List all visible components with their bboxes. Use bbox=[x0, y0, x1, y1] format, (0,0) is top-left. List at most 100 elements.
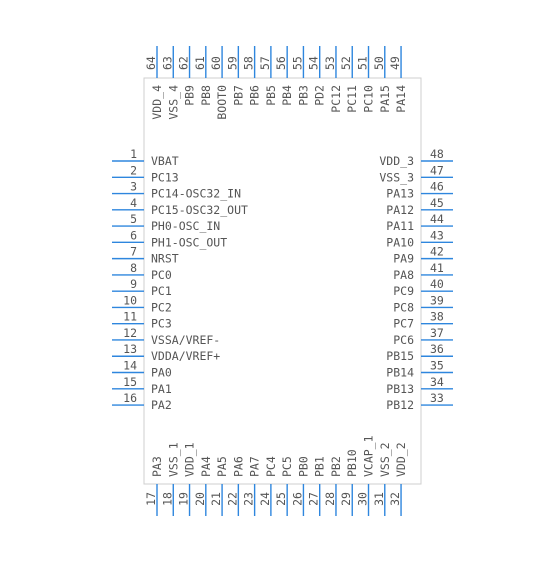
pin-number-label: 3 bbox=[130, 180, 137, 194]
pin-name-pb10: PB10 bbox=[345, 449, 359, 477]
pin-number-label: 45 bbox=[430, 196, 444, 210]
pin-name-pa2: PA2 bbox=[151, 398, 172, 412]
pin-name-pb5: PB5 bbox=[264, 85, 278, 106]
pin-number-label: 61 bbox=[193, 56, 207, 70]
pin-name-vdd-3: VDD_3 bbox=[379, 154, 414, 168]
pin-number-label: 53 bbox=[323, 56, 337, 70]
pin-number-label: 51 bbox=[356, 56, 370, 70]
pin-number-label: 57 bbox=[258, 56, 272, 70]
pin-name-pc4: PC4 bbox=[264, 456, 278, 477]
pin-name-pc11: PC11 bbox=[345, 85, 359, 113]
pin-name-vdd-4: VDD_4 bbox=[150, 85, 164, 120]
pin-number-label: 59 bbox=[225, 56, 239, 70]
pin-name-pa10: PA10 bbox=[386, 235, 414, 249]
pin-name-pc8: PC8 bbox=[393, 300, 414, 314]
pin-name-pb3: PB3 bbox=[296, 85, 310, 106]
pin-number-label: 11 bbox=[123, 310, 137, 324]
pin-number-label: 2 bbox=[130, 163, 137, 177]
pin-number-label: 8 bbox=[130, 261, 137, 275]
pin-name-boot0: BOOT0 bbox=[215, 85, 229, 120]
pin-name-vdd-1: VDD_1 bbox=[183, 442, 197, 477]
pin-number-label: 26 bbox=[290, 492, 304, 506]
right-pin-group: 48VDD_347VSS_346PA1345PA1244PA1143PA1042… bbox=[379, 147, 453, 412]
pin-number-label: 5 bbox=[130, 212, 137, 226]
pin-name-pb12: PB12 bbox=[386, 398, 414, 412]
pin-number-label: 21 bbox=[209, 492, 223, 506]
pin-number-label: 46 bbox=[430, 180, 444, 194]
pin-number-label: 47 bbox=[430, 163, 444, 177]
pin-number-label: 28 bbox=[323, 492, 337, 506]
pin-number-label: 41 bbox=[430, 261, 444, 275]
pin-28: 28 PB2 bbox=[323, 456, 343, 516]
pin-name-pb13: PB13 bbox=[386, 382, 414, 396]
pin-number-label: 15 bbox=[123, 375, 137, 389]
pin-name-vcap-1: VCAP_1 bbox=[362, 435, 376, 477]
pin-30: 30 VCAP_1 bbox=[356, 435, 376, 516]
pin-number-label: 18 bbox=[160, 492, 174, 506]
pin-number-label: 48 bbox=[430, 147, 444, 161]
pin-number-label: 10 bbox=[123, 293, 137, 307]
pin-name-pc6: PC6 bbox=[393, 333, 414, 347]
pin-name-pb2: PB2 bbox=[329, 456, 343, 477]
pin-name-pa8: PA8 bbox=[393, 268, 414, 282]
pin-name-pb1: PB1 bbox=[313, 456, 327, 477]
pin-number-label: 22 bbox=[225, 492, 239, 506]
pin-number-label: 37 bbox=[430, 326, 444, 340]
pin-name-pc0: PC0 bbox=[151, 268, 172, 282]
pin-number-label: 31 bbox=[372, 492, 386, 506]
pin-name-vdda-vref-: VDDA/VREF+ bbox=[151, 349, 220, 363]
pin-name-pa3: PA3 bbox=[150, 456, 164, 477]
pin-name-pa13: PA13 bbox=[386, 187, 414, 201]
pin-name-pb8: PB8 bbox=[199, 85, 213, 106]
pin-number-label: 30 bbox=[356, 492, 370, 506]
pin-number-label: 39 bbox=[430, 293, 444, 307]
pin-name-nrst: NRST bbox=[151, 252, 179, 266]
pin-name-pc7: PC7 bbox=[393, 317, 414, 331]
pin-number-label: 52 bbox=[339, 56, 353, 70]
pin-number-label: 9 bbox=[130, 277, 137, 291]
pin-number-label: 33 bbox=[430, 391, 444, 405]
pin-number-label: 25 bbox=[274, 492, 288, 506]
pin-number-label: 49 bbox=[388, 56, 402, 70]
pin-number-label: 63 bbox=[160, 56, 174, 70]
pin-name-pc13: PC13 bbox=[151, 170, 179, 184]
pin-name-pc12: PC12 bbox=[329, 85, 343, 113]
pin-name-pa11: PA11 bbox=[386, 219, 414, 233]
